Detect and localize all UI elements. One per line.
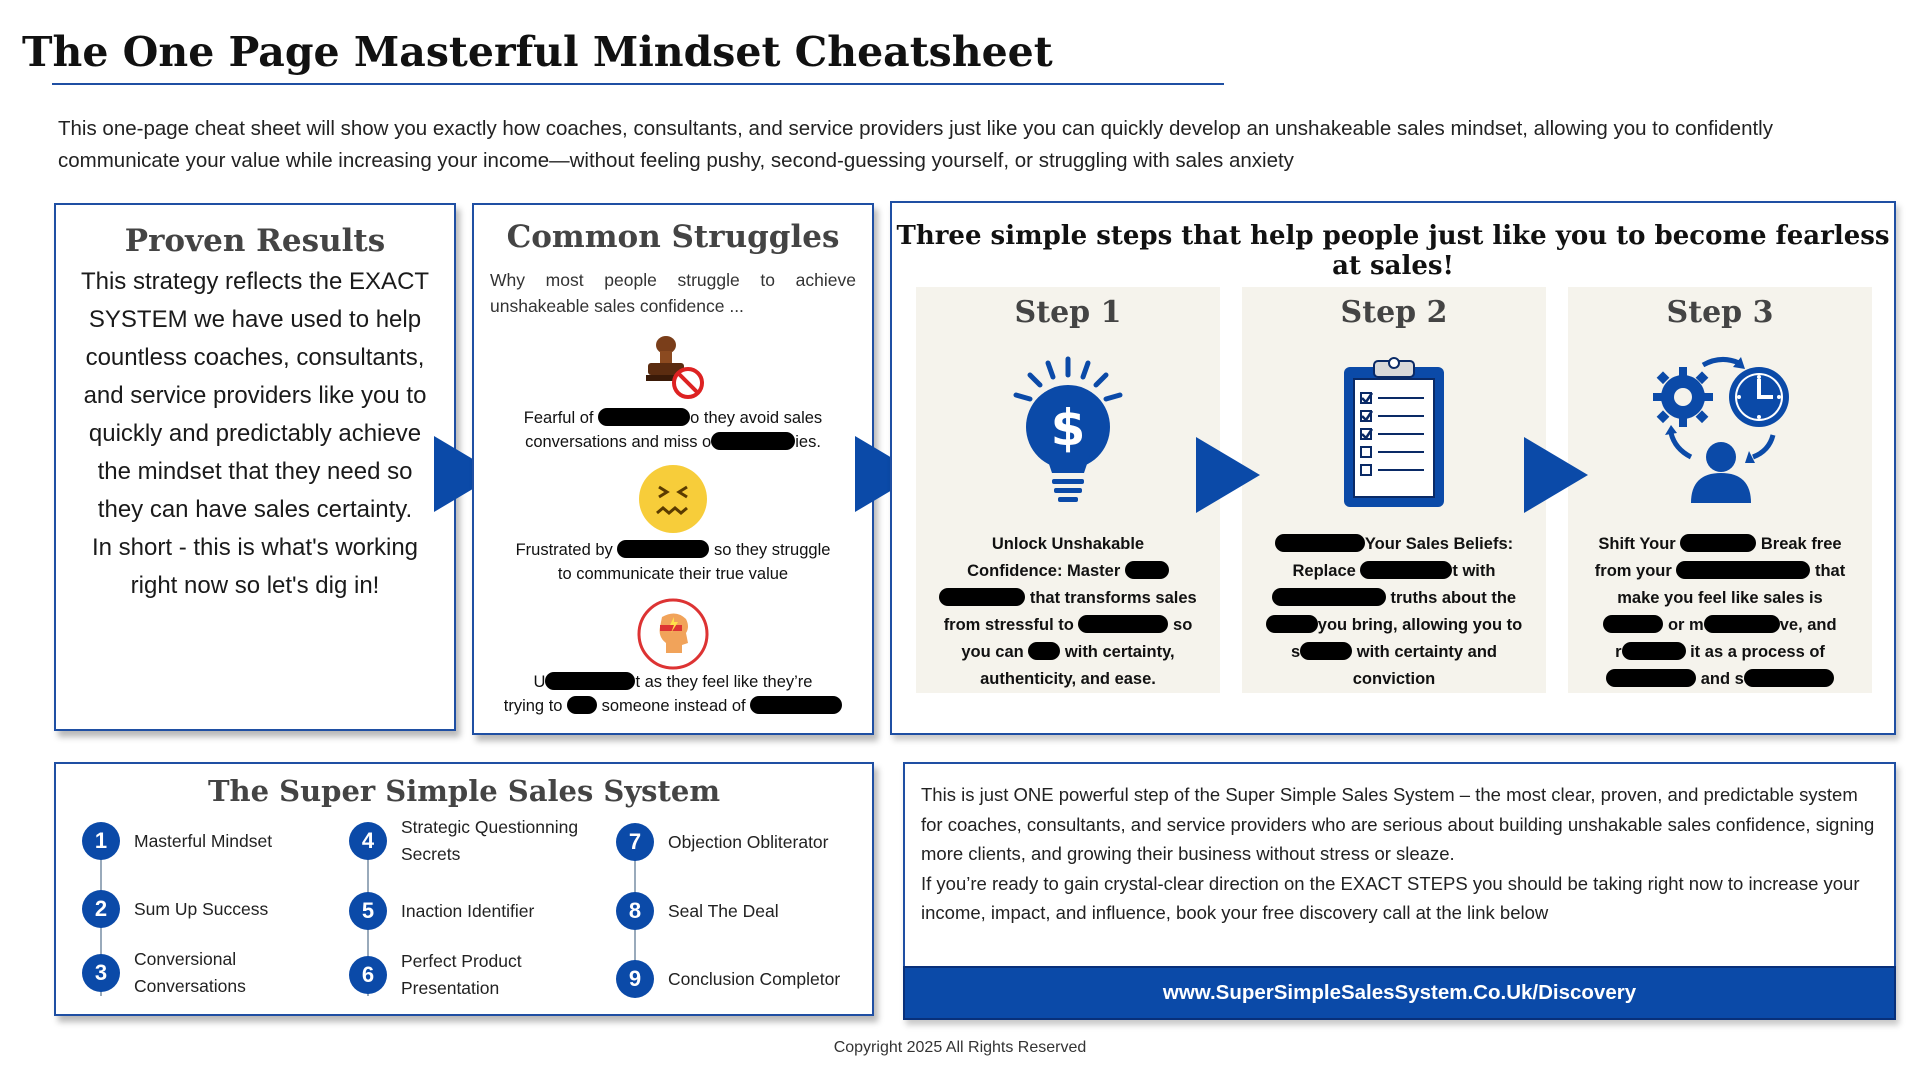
cta-paragraph-1: This is just ONE powerful step of the Su… xyxy=(921,784,1875,864)
redaction xyxy=(750,696,843,714)
step-3-panel: Step 3 xyxy=(1568,287,1872,693)
cta-paragraph-2: If you’re ready to gain crystal-clear di… xyxy=(921,872,1860,924)
step-number-badge: 6 xyxy=(349,956,387,994)
system-step-2: 2 Sum Up Success xyxy=(82,890,268,928)
redaction xyxy=(1028,642,1061,660)
system-step-label: Objection Obliterator xyxy=(668,831,829,852)
system-step-5: 5 Inaction Identifier xyxy=(349,892,534,930)
step-number-badge: 3 xyxy=(82,954,120,992)
sales-system-title: The Super Simple Sales System xyxy=(207,774,721,808)
step-1-text: Unlock Unshakable Confidence: Master tha… xyxy=(924,531,1212,693)
proven-results-title: Proven Results xyxy=(124,223,386,259)
system-step-1: 1 Masterful Mindset xyxy=(82,822,272,860)
system-step-8: 8 Seal The Deal xyxy=(616,892,779,930)
arrow-right-icon xyxy=(1524,437,1588,513)
proven-results-body: This strategy reflects the EXACT SYSTEM … xyxy=(56,263,454,605)
discovery-link[interactable]: www.SuperSimpleSalesSystem.Co.Uk/Discove… xyxy=(1162,981,1637,1004)
step-number-badge: 8 xyxy=(616,892,654,930)
svg-text:$: $ xyxy=(1051,399,1086,457)
redaction xyxy=(1621,642,1686,660)
system-step-label: Conclusion Completor xyxy=(668,968,841,989)
step-number-badge: 7 xyxy=(616,823,654,861)
cta-text: This is just ONE powerful step of the Su… xyxy=(905,764,1894,928)
proven-results-card: Proven Results This strategy reflects th… xyxy=(54,203,456,731)
redaction xyxy=(1271,588,1386,606)
copyright-notice: Copyright 2025 All Rights Reserved xyxy=(833,1039,1087,1056)
redaction xyxy=(711,432,796,450)
system-step-9: 9 Conclusion Completor xyxy=(616,960,840,998)
frustrated-face-icon xyxy=(637,463,709,540)
step-number-badge: 9 xyxy=(616,960,654,998)
step-number-badge: 4 xyxy=(349,822,387,860)
redaction xyxy=(1680,534,1757,552)
redaction xyxy=(1606,669,1697,687)
redaction xyxy=(1676,561,1811,579)
system-step-label: Seal The Deal xyxy=(668,900,779,921)
title-underline xyxy=(52,83,1224,85)
system-step-label: Strategic Questionning Secrets xyxy=(401,817,579,864)
struggle-item-2: Frustrated by so they struggle to commun… xyxy=(515,540,831,583)
step-1-title: Step 1 xyxy=(1014,295,1122,330)
redaction xyxy=(1078,615,1169,633)
anxious-head-icon xyxy=(636,597,710,676)
checklist-clipboard-icon xyxy=(1334,353,1454,518)
common-struggles-lead: Why most people struggle to achieve unsh… xyxy=(490,270,856,316)
system-step-label: Sum Up Success xyxy=(134,898,269,919)
step-2-title: Step 2 xyxy=(1340,295,1448,330)
system-step-label: Masterful Mindset xyxy=(134,830,273,851)
system-step-label: Conversional Conversations xyxy=(134,949,246,996)
redaction xyxy=(1603,615,1664,633)
system-step-7: 7 Objection Obliterator xyxy=(616,823,829,861)
redaction xyxy=(545,672,636,690)
redaction xyxy=(1703,615,1780,633)
step-3-text: Shift Your Break free from your that mak… xyxy=(1594,534,1846,688)
proven-results-text: This strategy reflects the EXACT SYSTEM … xyxy=(80,268,430,523)
system-step-6: 6 Perfect Product Presentation xyxy=(349,948,551,1002)
step-number-badge: 1 xyxy=(82,822,120,860)
rejected-stamp-icon xyxy=(638,333,708,406)
redaction xyxy=(1300,642,1353,660)
step-number-badge: 5 xyxy=(349,892,387,930)
redaction xyxy=(1274,534,1365,552)
call-to-action-card: This is just ONE powerful step of the Su… xyxy=(903,762,1896,1020)
system-step-4: 4 Strategic Questionning Secrets xyxy=(349,814,611,868)
step-2-text: Your Sales Beliefs: Replace t with truth… xyxy=(1250,531,1538,693)
redaction xyxy=(567,696,598,714)
common-struggles-title: Common Struggles xyxy=(506,219,840,255)
system-step-label: Perfect Product Presentation xyxy=(401,951,522,998)
redaction xyxy=(598,408,691,426)
redaction xyxy=(1743,669,1834,687)
struggle-item-1: Fearful of o they avoid sales conversati… xyxy=(523,408,823,451)
redaction xyxy=(1124,561,1169,579)
system-step-label: Inaction Identifier xyxy=(401,900,535,921)
system-step-3: 3 Conversional Conversations xyxy=(82,946,284,1000)
redaction xyxy=(617,540,710,558)
mindset-cycle-icon xyxy=(1645,353,1795,518)
lightbulb-dollar-icon: $ xyxy=(998,355,1138,520)
discovery-link-bar[interactable]: www.SuperSimpleSalesSystem.Co.Uk/Discove… xyxy=(903,966,1896,1020)
redaction xyxy=(1265,615,1318,633)
step-number-badge: 2 xyxy=(82,890,120,928)
three-steps-card: Three simple steps that help people just… xyxy=(890,201,1896,735)
intro-paragraph: This one-page cheat sheet will show you … xyxy=(58,117,1773,172)
proven-results-text-2: In short - this is what's working right … xyxy=(91,534,419,599)
common-struggles-card: Common Struggles Why most people struggl… xyxy=(472,203,874,735)
arrow-right-icon xyxy=(1196,437,1260,513)
three-steps-title: Three simple steps that help people just… xyxy=(896,221,1890,281)
page-title: The One Page Masterful Mindset Cheatshee… xyxy=(22,28,1053,76)
redaction xyxy=(1360,561,1453,579)
sales-system-card: The Super Simple Sales System 1 Masterfu… xyxy=(54,762,874,1016)
step-2-panel: Step 2 xyxy=(1242,287,1546,693)
step-1-panel: Step 1 $ Unlock U xyxy=(916,287,1220,693)
redaction xyxy=(939,588,1026,606)
step-3-title: Step 3 xyxy=(1666,295,1774,330)
